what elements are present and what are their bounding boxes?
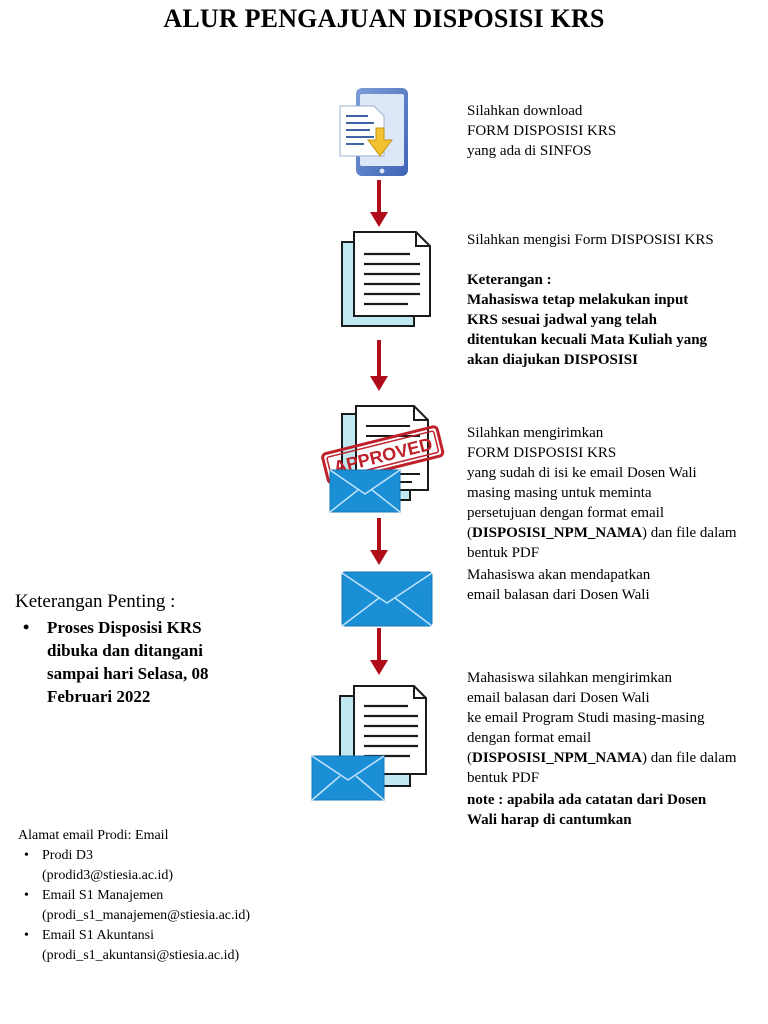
step-5-lines: Mahasiswa silahkan mengirimkan email bal… [467,670,705,746]
arrow-down-icon [368,340,390,392]
prodi-email-title: Alamat email Prodi: Email [18,828,169,843]
email-icon [341,571,433,627]
prodi-email-section: Alamat email Prodi: Email Prodi D3 (prod… [18,826,348,966]
step-3-format-open: ( [467,525,472,541]
step-3-format-bold: DISPOSISI_NPM_NAMA [472,525,643,541]
step-5-note: note : apabila ada catatan dari Dosen Wa… [467,792,707,828]
step-3-text: Silahkan mengirimkan FORM DISPOSISI KRS … [467,403,737,563]
important-note-text: Proses Disposisi KRS dibuka dan ditangan… [47,618,209,706]
important-note-item: Proses Disposisi KRS dibuka dan ditangan… [15,616,265,708]
approved-document-email-icon: APPROVED [316,404,452,514]
step-2-keterangan-label: Keterangan : [467,272,552,288]
important-notes-title: Keterangan Penting : [15,591,176,612]
step-5-format-open: ( [467,750,472,766]
step-1-text: Silahkan download FORM DISPOSISI KRS yan… [467,103,617,159]
step-4-text: Mahasiswa akan mendapatkan email balasan… [467,567,651,603]
tablet-download-icon [338,86,416,180]
prodi-email-label: Prodi D3 [42,848,93,863]
step-2-keterangan-text: Mahasiswa tetap melakukan input KRS sesu… [467,292,708,368]
prodi-email-label: Email S1 Manajemen [42,888,164,903]
prodi-email-item: Email S1 Akuntansi (prodi_s1_akuntansi@s… [18,926,348,966]
document-icon [338,230,434,330]
prodi-email-list: Prodi D3 (prodid3@stiesia.ac.id) Email S… [18,846,348,966]
document-email-icon [310,684,430,802]
important-notes-list: Proses Disposisi KRS dibuka dan ditangan… [15,616,265,708]
prodi-email-item: Email S1 Manajemen (prodi_s1_manajemen@s… [18,886,348,926]
prodi-email-item: Prodi D3 (prodid3@stiesia.ac.id) [18,846,348,886]
step-2-text: Silahkan mengisi Form DISPOSISI KRS [467,232,714,248]
arrow-down-icon [368,628,390,676]
step-3-lines: Silahkan mengirimkan FORM DISPOSISI KRS … [467,425,697,521]
arrow-down-icon [368,180,390,228]
step-3-format-rest: ) dan file dalam bentuk PDF [467,525,737,561]
step-5-text: Mahasiswa silahkan mengirimkan email bal… [467,648,737,788]
step-5-format-rest: ) dan file dalam bentuk PDF [467,750,737,786]
prodi-email-label: Email S1 Akuntansi [42,928,154,943]
page-title: ALUR PENGAJUAN DISPOSISI KRS [163,4,605,33]
prodi-email-address[interactable]: (prodid3@stiesia.ac.id) [42,868,174,883]
arrow-down-icon [368,518,390,566]
important-notes: Keterangan Penting : Proses Disposisi KR… [15,590,265,708]
prodi-email-address[interactable]: (prodi_s1_akuntansi@stiesia.ac.id) [42,948,240,963]
prodi-email-address[interactable]: (prodi_s1_manajemen@stiesia.ac.id) [42,908,251,923]
step-5-format-bold: DISPOSISI_NPM_NAMA [472,750,643,766]
